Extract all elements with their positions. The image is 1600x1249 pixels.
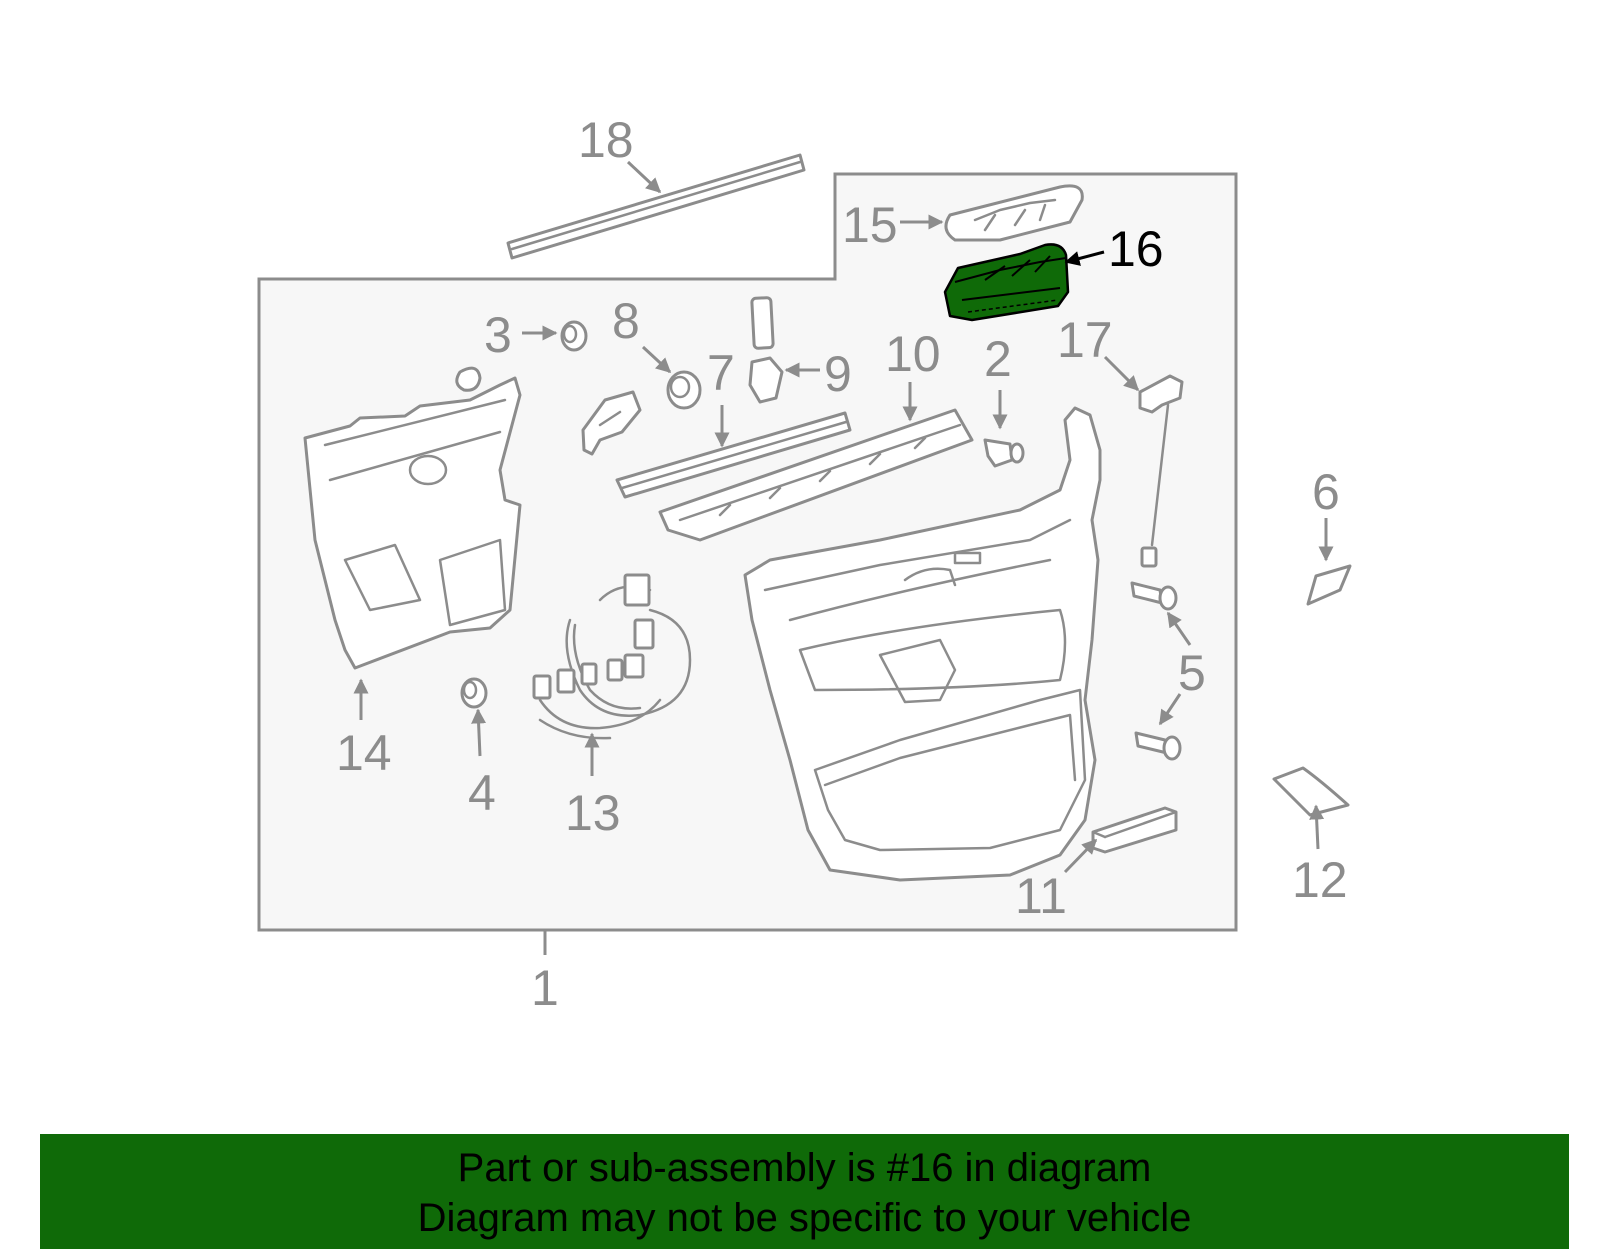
leader-lines bbox=[353, 160, 1334, 955]
callout-labels: 18 15 16 3 8 9 7 10 2 17 6 5 14 4 13 11 … bbox=[336, 112, 1348, 1016]
part-2-push-pin[interactable] bbox=[983, 438, 1025, 468]
callout-9: 9 bbox=[824, 346, 852, 402]
part-12-insulator-pad[interactable] bbox=[1272, 766, 1350, 817]
callout-2: 2 bbox=[984, 331, 1012, 387]
banner-line-part-info: Part or sub-assembly is #16 in diagram bbox=[457, 1146, 1152, 1190]
callout-13: 13 bbox=[565, 785, 621, 841]
banner-line-disclaimer: Diagram may not be specific to your vehi… bbox=[417, 1196, 1192, 1240]
callout-7: 7 bbox=[707, 345, 735, 401]
callout-16: 16 bbox=[1108, 221, 1164, 277]
part-5-screw-upper[interactable] bbox=[1130, 581, 1178, 611]
callout-15: 15 bbox=[842, 197, 898, 253]
callout-11: 11 bbox=[1015, 868, 1067, 924]
part-6-clip[interactable] bbox=[1306, 564, 1352, 606]
callout-5: 5 bbox=[1178, 645, 1206, 701]
part-14-water-deflector[interactable] bbox=[303, 366, 522, 670]
callout-8: 8 bbox=[612, 293, 640, 349]
part-5-screw-lower[interactable] bbox=[1134, 731, 1182, 761]
part-16-window-switch[interactable] bbox=[943, 243, 1070, 322]
part-10-retainer-strip[interactable] bbox=[658, 408, 974, 542]
info-banner: Part or sub-assembly is #16 in diagram D… bbox=[40, 1134, 1569, 1249]
part-8-plug[interactable] bbox=[666, 370, 702, 410]
part-3-plug[interactable] bbox=[560, 320, 588, 352]
callout-10: 10 bbox=[885, 326, 941, 382]
callout-1: 1 bbox=[531, 960, 559, 1016]
part-17-handle-rod[interactable] bbox=[1138, 374, 1184, 568]
part-4-plug[interactable] bbox=[460, 677, 488, 709]
door-trim-panel[interactable] bbox=[743, 406, 1102, 882]
mounting-bracket[interactable] bbox=[581, 390, 642, 456]
part-9-cover[interactable] bbox=[748, 296, 784, 404]
part-7-channel-strip[interactable] bbox=[615, 411, 852, 499]
callout-3: 3 bbox=[484, 307, 512, 363]
callout-18: 18 bbox=[578, 112, 634, 168]
callout-17: 17 bbox=[1057, 312, 1113, 368]
part-13-wiring-harness[interactable] bbox=[532, 573, 692, 740]
callout-12: 12 bbox=[1292, 852, 1348, 908]
callout-4: 4 bbox=[468, 765, 496, 821]
callout-6: 6 bbox=[1312, 464, 1340, 520]
part-15-switch-bezel[interactable] bbox=[944, 184, 1084, 242]
callout-14: 14 bbox=[336, 725, 392, 781]
part-18-belt-molding[interactable] bbox=[506, 153, 806, 260]
